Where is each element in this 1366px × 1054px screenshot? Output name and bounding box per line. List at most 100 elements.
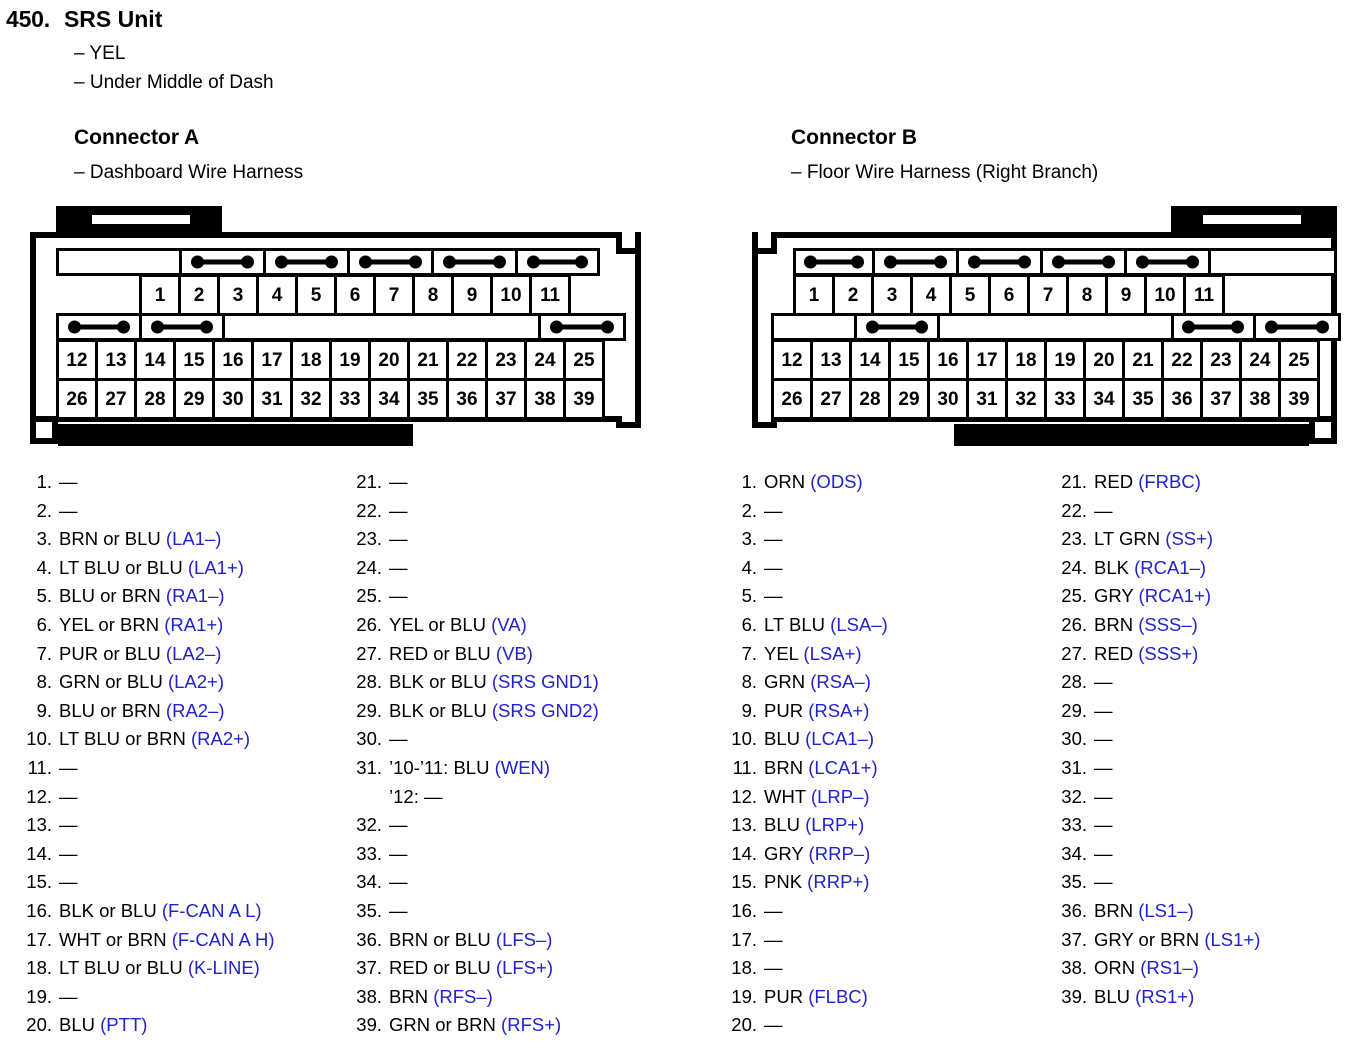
connector-b-pin-cell-19[interactable]: 19	[1044, 339, 1086, 381]
connector-b-pin-cell-26[interactable]: 26	[771, 378, 813, 420]
connector-a-pin-cell-21[interactable]: 21	[407, 339, 449, 381]
connector-a-pin-cell-24[interactable]: 24	[524, 339, 566, 381]
pin-number: 9	[466, 284, 478, 306]
connector-b-pin-cell-35[interactable]: 35	[1122, 378, 1164, 420]
connector-b-pin-cell-17[interactable]: 17	[966, 339, 1008, 381]
pin-entry-number: 12.	[731, 785, 757, 807]
connector-b-pin-cell-1[interactable]: 1	[793, 274, 835, 316]
connector-b-pin-cell-3[interactable]: 3	[871, 274, 913, 316]
connector-a-pin-cell-32[interactable]: 32	[290, 378, 332, 420]
connector-a-pin-cell-31[interactable]: 31	[251, 378, 293, 420]
connector-a-pin-cell-17[interactable]: 17	[251, 339, 293, 381]
connector-a-pin-cell-30[interactable]: 30	[212, 378, 254, 420]
connector-a-pin-cell-4[interactable]: 4	[256, 274, 298, 316]
connector-b-pin-cell-37[interactable]: 37	[1200, 378, 1242, 420]
connector-b-pin-cell-33[interactable]: 33	[1044, 378, 1086, 420]
connector-b-pin-cell-18[interactable]: 18	[1005, 339, 1047, 381]
connector-b-pin-cell-10[interactable]: 10	[1144, 274, 1186, 316]
connector-b-pin-cell-21[interactable]: 21	[1122, 339, 1164, 381]
pin-entry-value: —	[764, 899, 783, 921]
connector-a-pin-entry: 8.GRN or BLU (LA2+)	[18, 668, 348, 697]
connector-a-pin-entry: 39.GRN or BRN (RFS+)	[348, 1011, 678, 1040]
connector-b-pin-cell-9[interactable]: 9	[1105, 274, 1147, 316]
band-cell-dumbbell	[540, 316, 624, 338]
connector-a-pin-cell-23[interactable]: 23	[485, 339, 527, 381]
connector-b-pin-cell-27[interactable]: 27	[810, 378, 852, 420]
connector-a-pin-cell-34[interactable]: 34	[368, 378, 410, 420]
connector-b-pin-cell-39[interactable]: 39	[1278, 378, 1320, 420]
connector-a-pin-cell-27[interactable]: 27	[95, 378, 137, 420]
connector-b-pin-cell-8[interactable]: 8	[1066, 274, 1108, 316]
connector-b-pin-cell-6[interactable]: 6	[988, 274, 1030, 316]
connector-a-pin-cell-19[interactable]: 19	[329, 339, 371, 381]
connector-b-pin-cell-20[interactable]: 20	[1083, 339, 1125, 381]
connector-a-pin-cell-22[interactable]: 22	[446, 339, 488, 381]
connector-b-pin-cell-12[interactable]: 12	[771, 339, 813, 381]
connector-b-pin-cell-14[interactable]: 14	[849, 339, 891, 381]
connector-a-pin-cell-11[interactable]: 11	[529, 274, 571, 316]
connector-a-pin-cell-1[interactable]: 1	[139, 274, 181, 316]
connector-a-pin-cell-16[interactable]: 16	[212, 339, 254, 381]
connector-a-pin-cell-15[interactable]: 15	[173, 339, 215, 381]
connector-a-pin-cell-13[interactable]: 13	[95, 339, 137, 381]
connector-a-pin-cell-5[interactable]: 5	[295, 274, 337, 316]
connector-a-pin-cell-28[interactable]: 28	[134, 378, 176, 420]
connector-a-pin-entry: 35.—	[348, 897, 678, 926]
connector-a-pin-cell-8[interactable]: 8	[412, 274, 454, 316]
connector-b-pin-cell-36[interactable]: 36	[1161, 378, 1203, 420]
connector-a-pin-cell-18[interactable]: 18	[290, 339, 332, 381]
connector-a-pin-entry: 15.—	[18, 868, 348, 897]
connector-b-pin-cell-15[interactable]: 15	[888, 339, 930, 381]
connector-b-pin-cell-5[interactable]: 5	[949, 274, 991, 316]
connector-b-pin-cell-28[interactable]: 28	[849, 378, 891, 420]
connector-b-pin-cell-23[interactable]: 23	[1200, 339, 1242, 381]
pin-entry-signal: (RFS–)	[428, 985, 493, 1007]
connector-b-pin-cell-34[interactable]: 34	[1083, 378, 1125, 420]
connector-b-pin-entry: 11.BRN (LCA1+)	[723, 754, 1053, 783]
connector-a-pin-cell-14[interactable]: 14	[134, 339, 176, 381]
connector-a-pin-cell-36[interactable]: 36	[446, 378, 488, 420]
connector-a-pin-cell-33[interactable]: 33	[329, 378, 371, 420]
connector-a-pin-cell-25[interactable]: 25	[563, 339, 605, 381]
connector-b-pin-cell-11[interactable]: 11	[1183, 274, 1225, 316]
connector-a-pin-cell-29[interactable]: 29	[173, 378, 215, 420]
connector-a-pin-cell-3[interactable]: 3	[217, 274, 259, 316]
connector-a-pin-cell-6[interactable]: 6	[334, 274, 376, 316]
connector-b-pin-cell-32[interactable]: 32	[1005, 378, 1047, 420]
connector-a-pin-cell-35[interactable]: 35	[407, 378, 449, 420]
pin-entry-value: BLK or BLU (SRS GND1)	[389, 671, 599, 693]
connector-a-pin-cell-12[interactable]: 12	[56, 339, 98, 381]
connector-b-pin-cell-7[interactable]: 7	[1027, 274, 1069, 316]
connector-a-pin-cell-37[interactable]: 37	[485, 378, 527, 420]
pin-entry-value: —	[59, 814, 78, 836]
pin-entry-value: —	[764, 585, 783, 607]
connector-a-pin-cell-20[interactable]: 20	[368, 339, 410, 381]
connector-b-pin-cell-24[interactable]: 24	[1239, 339, 1281, 381]
connector-b-pin-cell-4[interactable]: 4	[910, 274, 952, 316]
connector-a-pin-cell-38[interactable]: 38	[524, 378, 566, 420]
pin-entry-signal: (LA1+)	[182, 556, 244, 578]
connector-b-pin-cell-16[interactable]: 16	[927, 339, 969, 381]
connector-a-pin-cell-26[interactable]: 26	[56, 378, 98, 420]
connector-b-pin-cell-30[interactable]: 30	[927, 378, 969, 420]
dumbbell-icon	[527, 258, 589, 267]
connector-b-pin-cell-29[interactable]: 29	[888, 378, 930, 420]
connector-a-pin-cell-2[interactable]: 2	[178, 274, 220, 316]
connector-b-outline-notch-upper-arm	[752, 248, 777, 254]
connector-a-pin-cell-10[interactable]: 10	[490, 274, 532, 316]
connector-a-pin-cell-39[interactable]: 39	[563, 378, 605, 420]
connector-b-pin-cell-22[interactable]: 22	[1161, 339, 1203, 381]
connector-b-pin-cell-31[interactable]: 31	[966, 378, 1008, 420]
connector-b-pin-cell-2[interactable]: 2	[832, 274, 874, 316]
connector-b-pin-cell-13[interactable]: 13	[810, 339, 852, 381]
connector-a-outline-notch-lower	[616, 416, 622, 428]
connector-a-pin-cell-9[interactable]: 9	[451, 274, 493, 316]
connector-a-pin-cell-7[interactable]: 7	[373, 274, 415, 316]
connector-b-pin-cell-38[interactable]: 38	[1239, 378, 1281, 420]
pin-number: 6	[349, 284, 361, 306]
connector-b-pin-cell-25[interactable]: 25	[1278, 339, 1320, 381]
pin-entry-value: —	[1094, 728, 1113, 750]
